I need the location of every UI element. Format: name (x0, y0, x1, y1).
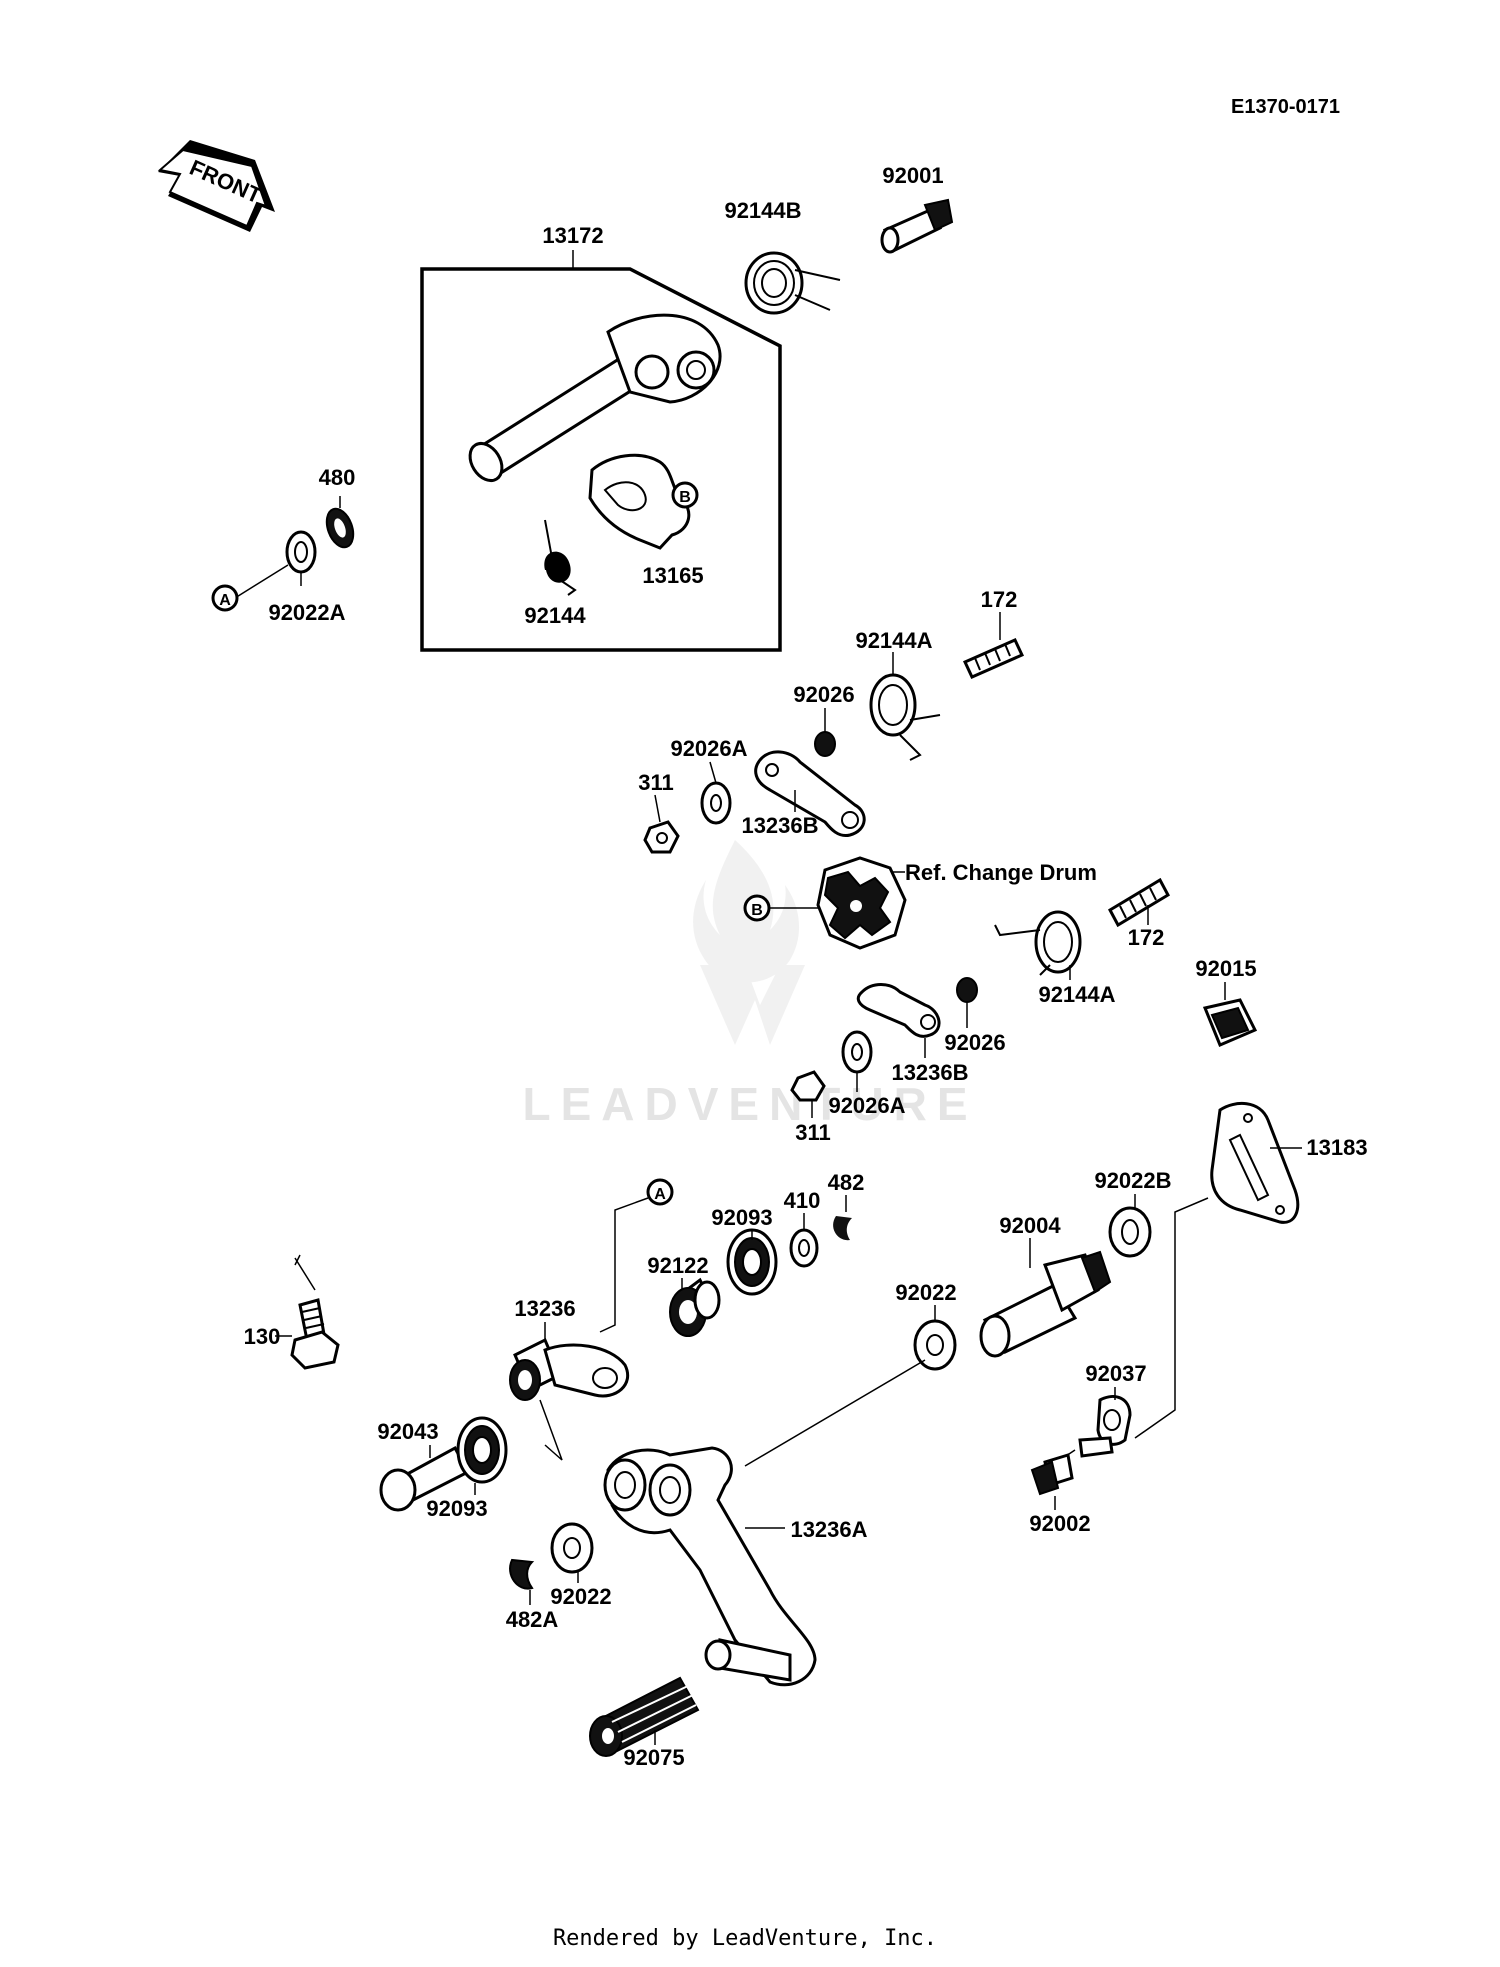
label-92144B: 92144B (724, 198, 801, 223)
label-92043: 92043 (377, 1419, 438, 1444)
marker-A-bottom-label: A (654, 1186, 666, 1203)
label-92022-right: 92022 (895, 1280, 956, 1305)
label-92122: 92122 (647, 1253, 708, 1278)
lever-13236 (509, 1337, 630, 1401)
label-92002: 92002 (1029, 1511, 1090, 1536)
bolt-92002 (1030, 1453, 1074, 1496)
washer-92026A-lower (841, 1030, 873, 1074)
pin-92001 (880, 198, 954, 254)
label-92026-lower: 92026 (944, 1030, 1005, 1055)
clip-482 (833, 1216, 852, 1241)
label-92001: 92001 (882, 163, 943, 188)
footer-credit: Rendered by LeadVenture, Inc. (553, 1926, 937, 1951)
pin-92043 (379, 1445, 471, 1512)
footpeg-rubber-92075 (589, 1676, 700, 1757)
washer-92022-lower (550, 1522, 594, 1574)
label-13236A: 13236A (790, 1517, 867, 1542)
washer-92026-upper (814, 731, 836, 757)
label-13183: 13183 (1306, 1135, 1367, 1160)
label-92026A-upper: 92026A (670, 736, 747, 761)
label-92093-upper: 92093 (711, 1205, 772, 1230)
label-13172: 13172 (542, 223, 603, 248)
label-172-upper: 172 (981, 587, 1018, 612)
pin-172-upper (962, 638, 1025, 679)
spring-92144 (544, 519, 577, 596)
washer-92026-lower (956, 977, 978, 1003)
pin-172-lower (1108, 877, 1170, 928)
assembly-box (420, 267, 782, 652)
shift-shaft (468, 313, 722, 483)
label-92144A-upper: 92144A (855, 628, 932, 653)
lever-13236B-upper (754, 750, 866, 838)
lever-13236B-lower (856, 983, 941, 1038)
marker-B-lower-label: B (751, 902, 763, 919)
nut-311-lower (790, 1070, 826, 1102)
label-13165: 13165 (642, 563, 703, 588)
washer-410 (789, 1228, 819, 1268)
block-92015 (1202, 998, 1258, 1047)
marker-B-upper-label: B (679, 489, 691, 506)
spring-92144A-upper (869, 673, 941, 761)
label-ref-change-drum: Ref. Change Drum (905, 860, 1097, 885)
label-92022B: 92022B (1094, 1168, 1171, 1193)
label-92093-lower: 92093 (426, 1496, 487, 1521)
bolt-130 (290, 1298, 340, 1370)
bearing-92093-lower (456, 1416, 508, 1484)
label-13236B-lower: 13236B (891, 1060, 968, 1085)
label-311-lower: 311 (795, 1120, 831, 1145)
label-172-lower: 172 (1128, 925, 1165, 950)
label-92015: 92015 (1195, 956, 1256, 981)
label-92144: 92144 (524, 603, 586, 628)
label-482A: 482A (506, 1607, 559, 1632)
label-13236B-upper: 13236B (741, 813, 818, 838)
label-92026A-lower: 92026A (828, 1093, 905, 1118)
shaft-92004 (979, 1250, 1112, 1358)
change-drum-star (816, 856, 907, 950)
nut-311-upper (643, 820, 680, 854)
label-92022A: 92022A (268, 600, 345, 625)
label-482: 482 (828, 1170, 865, 1195)
watermark-text: LEADVENTURE (522, 1078, 977, 1130)
washer-92022B (1108, 1206, 1152, 1258)
washer-92022A (285, 530, 317, 574)
spring-92144A-lower (994, 910, 1082, 976)
marker-A-label: A (219, 592, 231, 609)
label-92037: 92037 (1085, 1361, 1146, 1386)
clip-482A (509, 1558, 535, 1590)
plate-13165 (588, 453, 691, 550)
label-480: 480 (319, 465, 356, 490)
label-92026-upper: 92026 (793, 682, 854, 707)
washer-92026A-upper (700, 781, 732, 825)
watermark-logo (693, 840, 805, 1045)
marker-B-upper (671, 481, 699, 509)
label-92144A-lower: 92144A (1038, 982, 1115, 1007)
bushing-92122 (669, 1277, 721, 1337)
spring-92144B (744, 251, 841, 315)
label-410: 410 (784, 1188, 821, 1213)
label-130: 130 (244, 1324, 281, 1349)
label-92004: 92004 (999, 1213, 1061, 1238)
label-92075: 92075 (623, 1745, 684, 1770)
marker-A-top (211, 584, 239, 612)
clamp-92037 (1078, 1395, 1132, 1458)
label-13236: 13236 (514, 1296, 575, 1321)
part-labels: 92001 92144B 13172 480 92022A 92144 1316… (244, 163, 1368, 1770)
label-92022-lower: 92022 (550, 1584, 611, 1609)
pedal-arm-13236A (603, 1446, 817, 1687)
marker-B-lower (743, 894, 771, 922)
front-arrow-icon: FRONT (157, 140, 275, 232)
marker-A-bottom (646, 1178, 674, 1206)
diagram-code: E1370-0171 (1231, 96, 1340, 118)
bracket-13183 (1210, 1101, 1300, 1224)
label-311-upper: 311 (638, 770, 674, 795)
